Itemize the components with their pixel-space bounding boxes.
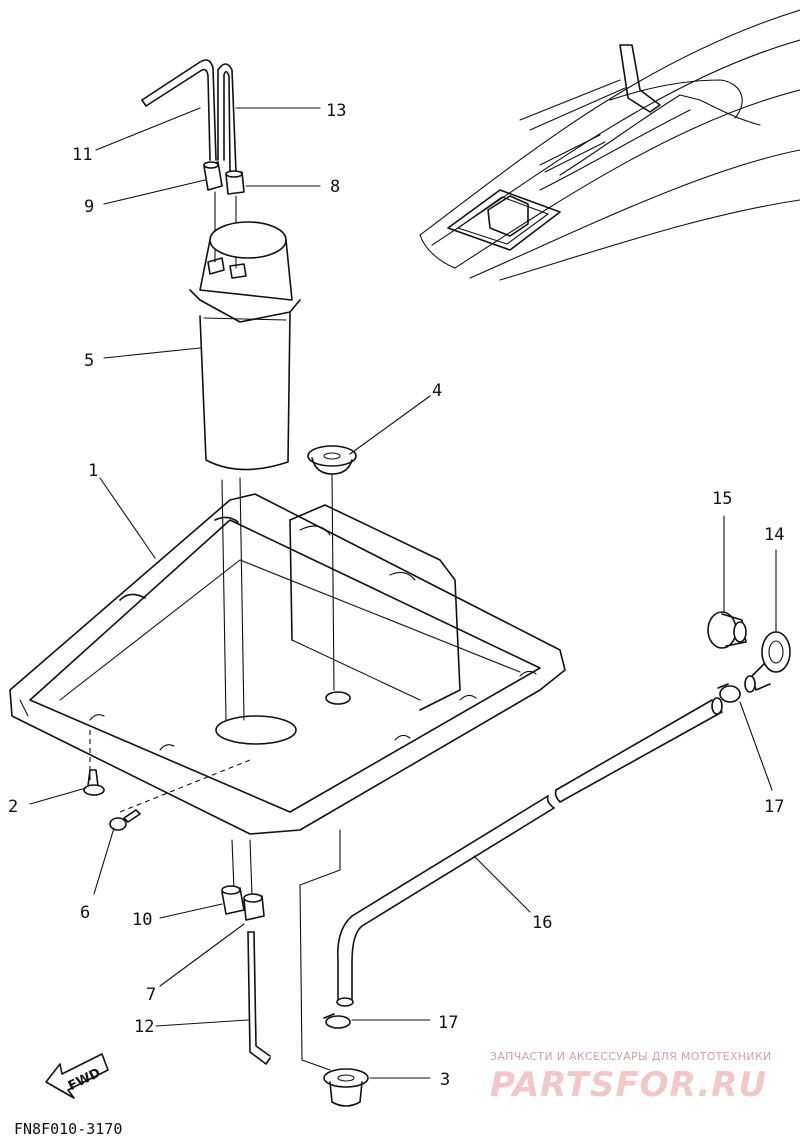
callout-12: 12 [134,1017,154,1037]
clip-17-upper [717,683,741,703]
screw-6 [109,809,141,831]
callout-16: 16 [532,913,552,933]
callout-2: 2 [8,797,18,817]
callout-numbers: 1 2 3 4 5 6 7 8 9 10 11 12 13 14 15 16 1… [8,101,784,1090]
vent-hose-11 [141,59,217,161]
clip-17-lower [323,1013,351,1029]
callout-17-lower: 17 [438,1013,458,1033]
fitting-10 [221,885,245,915]
callout-11: 11 [72,145,92,165]
vent-hose-13 [217,63,237,173]
callout-15: 15 [712,489,732,509]
grommet-15 [707,611,747,649]
fitting-7 [243,893,265,921]
fitting-9 [203,161,223,191]
screw-2 [83,769,105,796]
callout-3: 3 [440,1070,450,1090]
hose-16 [336,697,723,1007]
watercraft-outline [419,9,800,281]
callout-8: 8 [330,177,340,197]
callout-4: 4 [432,381,442,401]
grommet-3 [323,1068,369,1107]
watermark-logo: PARTSFOR.RU [490,1065,767,1105]
diagram-code: FN8F010-3170 [14,1120,122,1138]
watermark-tagline: ЗАПЧАСТИ И АКСЕССУАРЫ ДЛЯ МОТОТЕХНИКИ [490,1050,772,1063]
fitting-8 [225,170,245,195]
callout-6: 6 [80,903,90,923]
grommet-4 [307,445,357,475]
callout-leaders [29,107,777,1079]
callout-9: 9 [84,197,94,217]
callout-7: 7 [146,985,156,1005]
callout-5: 5 [84,351,94,371]
callout-10: 10 [132,910,152,930]
oil-tank-5 [189,221,301,471]
callout-17-upper: 17 [764,797,784,817]
tray-1 [9,493,566,835]
hose-12 [247,931,271,1065]
callout-13: 13 [326,101,346,121]
callout-1: 1 [88,461,98,481]
fwd-arrow-icon: FWD [45,1053,109,1099]
elbow-fitting-14 [744,631,791,693]
watermark: ЗАПЧАСТИ И АКСЕССУАРЫ ДЛЯ МОТОТЕХНИКИ PA… [490,1050,772,1105]
callout-14: 14 [764,525,784,545]
